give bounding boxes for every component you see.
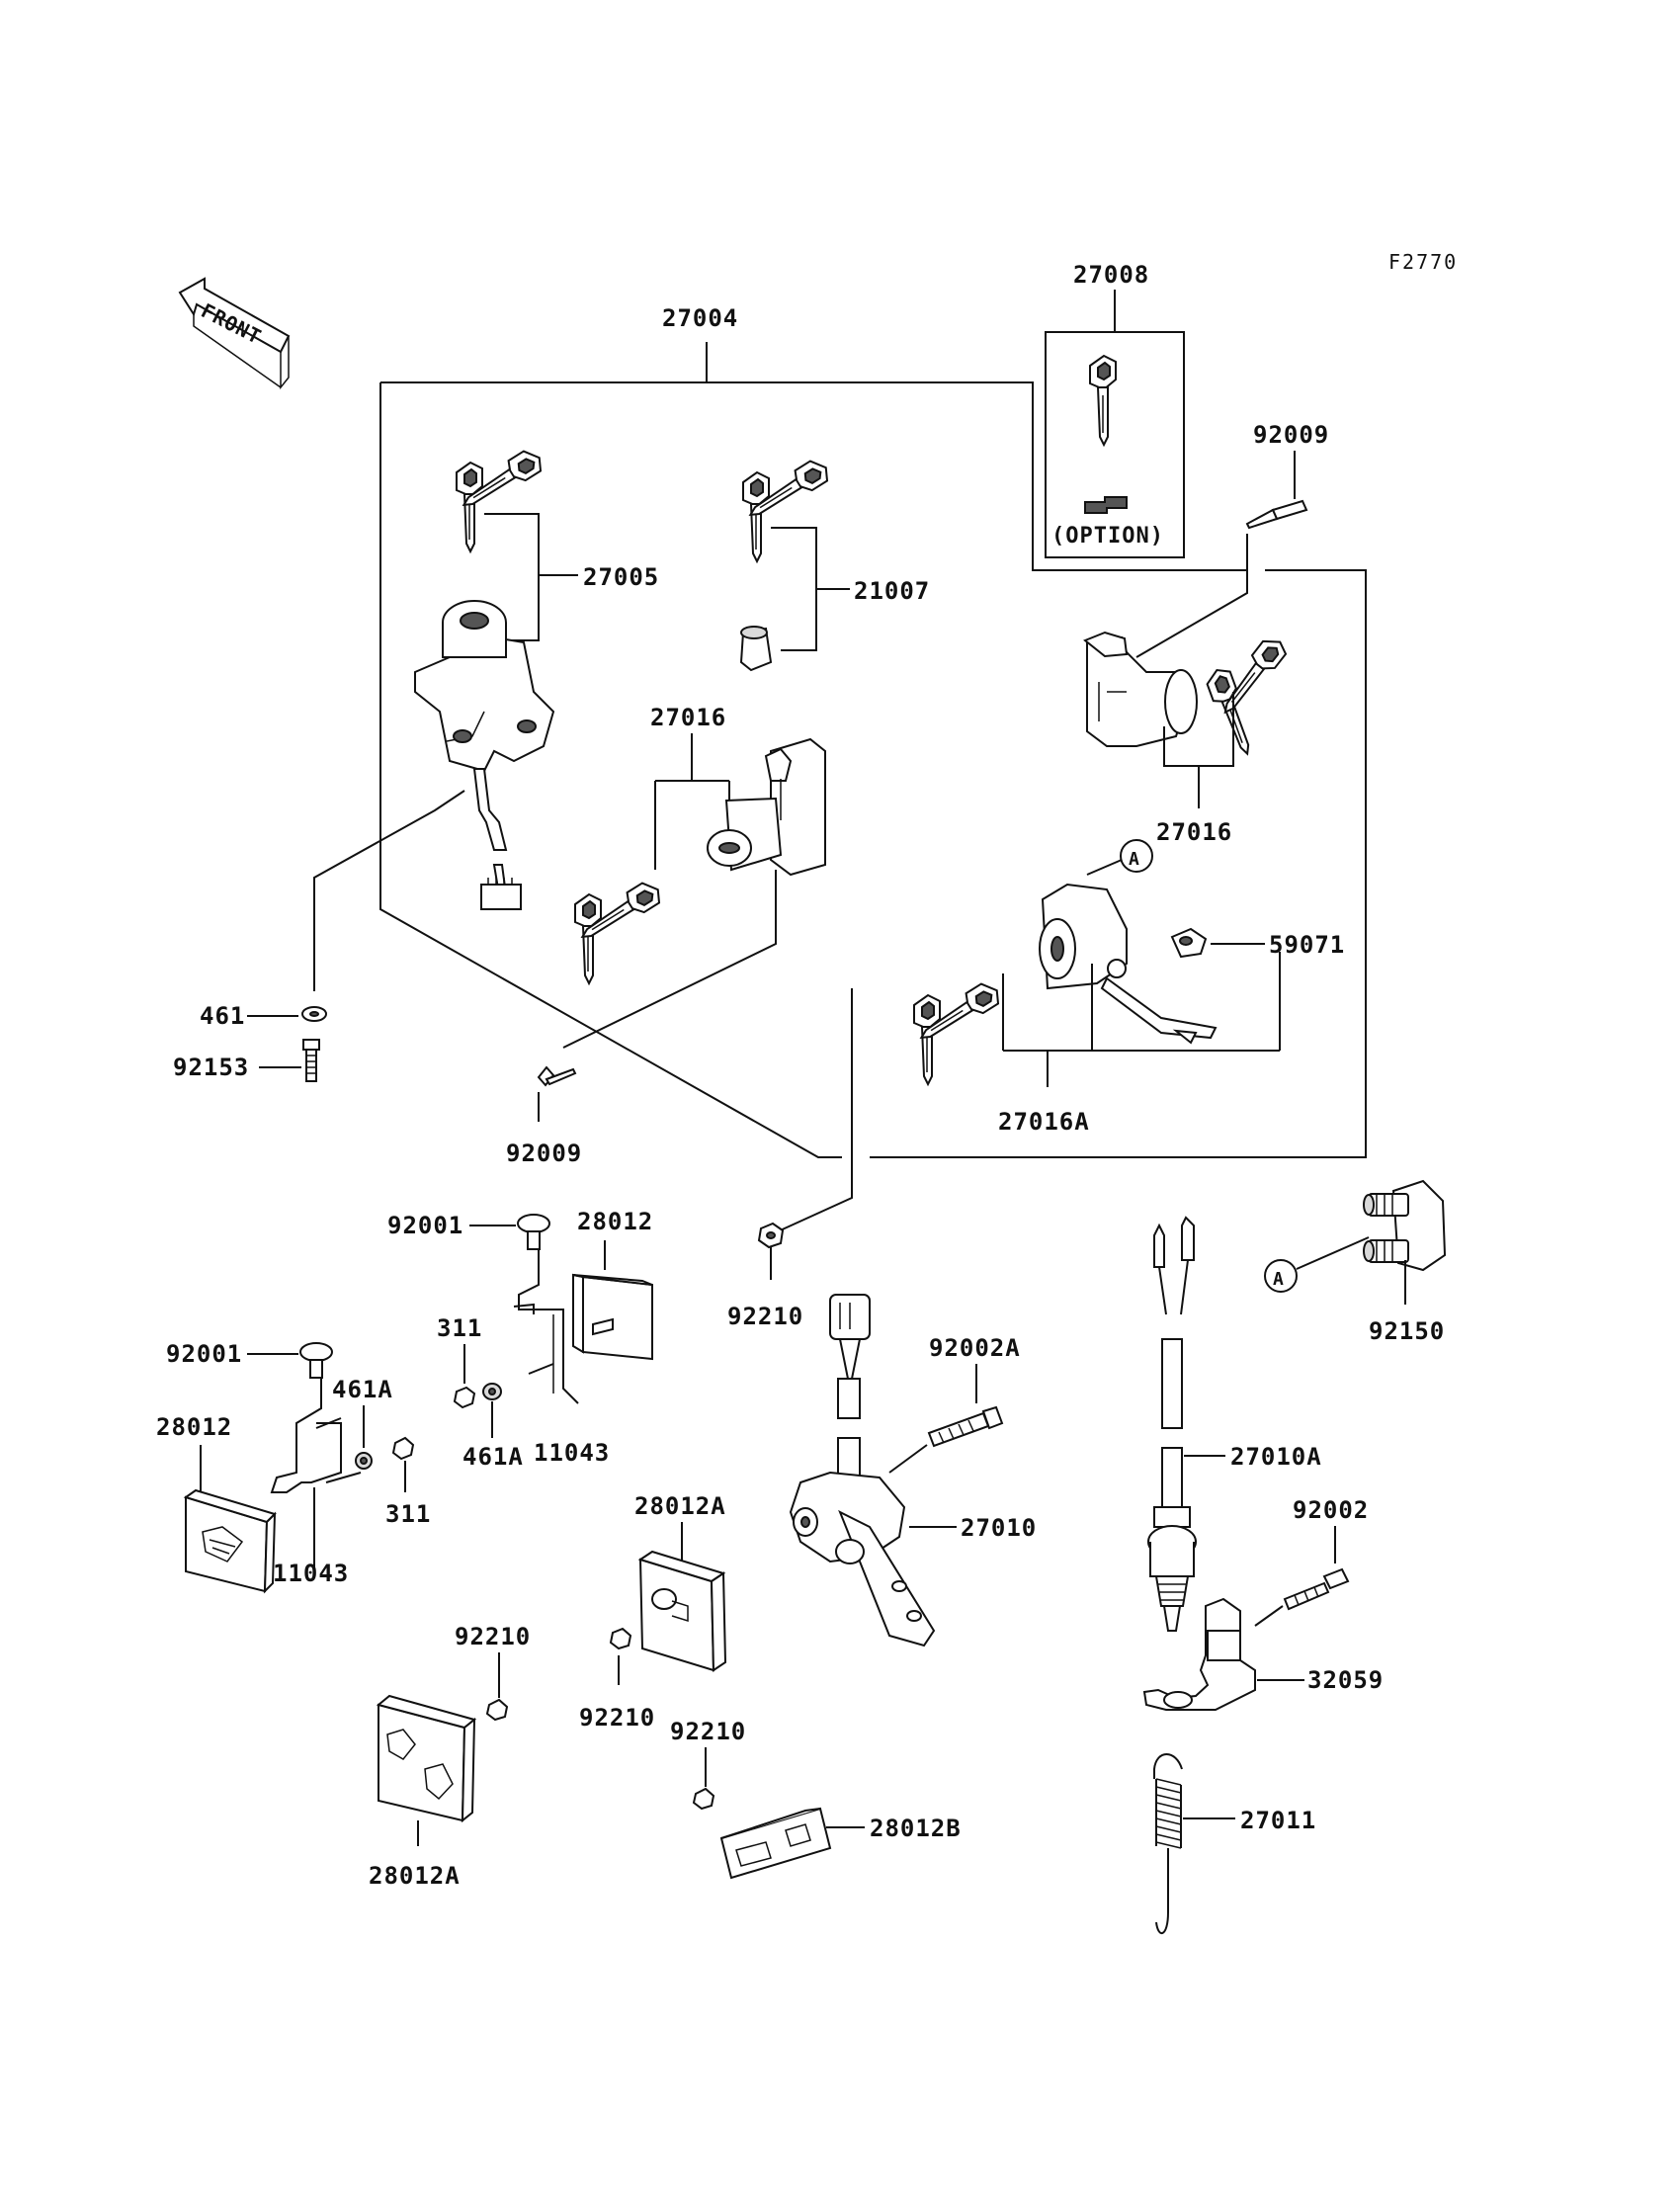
ignition-keys-icon: [457, 446, 546, 551]
label-27008: 27008: [1073, 261, 1149, 289]
label-27004: 27004: [662, 304, 738, 332]
keys-27016-right-icon: [1198, 629, 1317, 758]
label-461A-upper: 461A: [462, 1443, 524, 1471]
label-311-lower: 311: [385, 1500, 431, 1528]
label-28012-upper: 28012: [577, 1208, 653, 1235]
label-92153: 92153: [173, 1054, 249, 1081]
reflector-28012B: 92210 28012B: [670, 1718, 962, 1880]
option-label: (OPTION): [1051, 524, 1164, 549]
label-92009-bottom: 92009: [506, 1140, 582, 1167]
label-92002A: 92002A: [929, 1334, 1021, 1362]
callout-A-upper: A: [1129, 849, 1140, 870]
seat-lock-27016-left: 27016: [562, 704, 826, 1049]
reflector-bracket-lower: 92001 461A 311 11043 28012: [156, 1340, 431, 1594]
label-21007: 21007: [854, 577, 930, 605]
spring-27011: 27011: [1153, 1753, 1316, 1934]
label-27010A: 27010A: [1230, 1443, 1322, 1471]
label-92210-a: 92210: [579, 1704, 655, 1732]
label-92001-upper: 92001: [387, 1212, 463, 1239]
reflector-28012A-mid: 28012A 92210: [579, 1492, 727, 1732]
label-28012-lower: 28012: [156, 1413, 232, 1441]
label-32059: 32059: [1307, 1666, 1384, 1694]
bolt-92153: 92153: [173, 1039, 320, 1082]
label-27016-right: 27016: [1156, 818, 1232, 846]
front-direction-arrow: FRONT: [178, 277, 291, 390]
keys-27016-left-icon: [575, 878, 664, 983]
label-27005: 27005: [583, 563, 659, 591]
label-28012A-lower: 28012A: [369, 1862, 461, 1890]
label-27016A: 27016A: [998, 1108, 1090, 1136]
label-92210-b: 92210: [455, 1623, 531, 1650]
ignition-switch-27005: 27005: [414, 446, 659, 910]
helmet-lock-27016A: A 27016A: [914, 839, 1281, 1136]
label-92210-c: 92210: [670, 1718, 746, 1745]
bracket-32059: 32059: [1142, 1597, 1384, 1711]
screw-92009-bottom: 92009: [506, 1065, 582, 1167]
side-stand-switch-27010: 27010: [789, 1294, 1037, 1648]
label-27016-left: 27016: [650, 704, 726, 731]
bolt-92002A: 92002A: [888, 1334, 1021, 1474]
label-11043-lower: 11043: [273, 1560, 349, 1587]
option-key-27008: 27008 (OPTION): [1045, 261, 1185, 558]
screw-92009-top: 92009: [1245, 421, 1329, 530]
figure-code: F2770: [1388, 250, 1458, 274]
label-92150: 92150: [1369, 1317, 1445, 1345]
label-92210-mid: 92210: [727, 1303, 803, 1330]
label-27011: 27011: [1240, 1807, 1316, 1834]
nut-92210-mid: 92210: [727, 988, 853, 1330]
label-461A-lower: 461A: [332, 1376, 393, 1403]
label-11043-upper: 11043: [534, 1439, 610, 1467]
label-461: 461: [200, 1002, 245, 1030]
label-92009-top: 92009: [1253, 421, 1329, 449]
label-28012A-mid: 28012A: [634, 1492, 726, 1520]
keys-27016A-icon: [914, 978, 1003, 1084]
reflector-28012A-lower: 92210 28012A: [369, 1623, 531, 1890]
pin-set-92150: A 92150: [1264, 1179, 1447, 1345]
clip-59071: 59071: [1170, 927, 1345, 959]
option-key-icon: [1089, 355, 1117, 446]
sensor-27010A: 27010A: [1147, 1216, 1322, 1632]
label-92001-lower: 92001: [166, 1340, 242, 1368]
seat-lock-27016-right: 27016: [1083, 534, 1318, 846]
keys-21007-icon: [743, 456, 832, 561]
label-28012B: 28012B: [870, 1815, 962, 1842]
label-311-upper: 311: [437, 1314, 482, 1342]
label-92002: 92002: [1293, 1496, 1369, 1524]
bolt-92002: 92002: [1254, 1496, 1369, 1627]
key-set-21007: 21007: [739, 456, 930, 672]
callout-A-lower: A: [1273, 1269, 1285, 1290]
assembly-27004-outline: 27004: [379, 304, 1367, 1158]
label-27010: 27010: [961, 1514, 1037, 1542]
reflector-bracket-upper: 92001 28012 311 461A 11043: [387, 1208, 653, 1471]
washer-461: 461: [200, 1002, 327, 1030]
label-59071: 59071: [1269, 931, 1345, 959]
